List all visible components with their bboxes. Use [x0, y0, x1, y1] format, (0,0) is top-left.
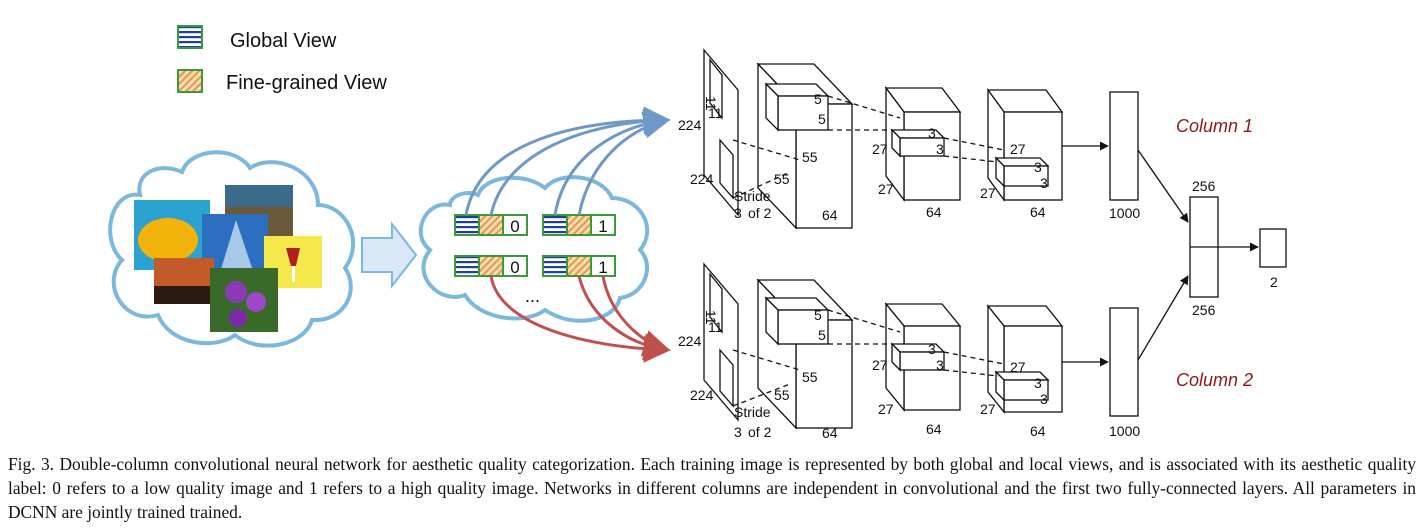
label-box: [502, 255, 528, 277]
stride-label: of 2: [748, 424, 772, 440]
conv2-size-label: 27: [878, 181, 894, 197]
kernel-label: 11: [703, 96, 719, 111]
conv2-size-label: 27: [872, 141, 888, 157]
fc-size-label: 1000: [1109, 423, 1140, 439]
conv3-depth-label: 64: [1030, 204, 1046, 220]
global-view-icon: [454, 255, 480, 277]
fc-layer: [1109, 91, 1139, 201]
conv3-kernel-label: 3: [1040, 175, 1048, 191]
column-2-labels: 11 11 224 224 Stride of 2 3 5 5 55 55 64…: [678, 307, 1140, 441]
stride-label: of 2: [748, 205, 772, 221]
conv1-kernel-label: 5: [818, 111, 826, 127]
global-view-arrows: [464, 106, 671, 216]
fine-view-icon: [566, 255, 592, 277]
conv1-depth-label: 64: [822, 207, 838, 223]
view-label: 1: [598, 217, 607, 236]
fine-view-arrows: [489, 275, 671, 363]
global-view-icon: [542, 255, 568, 277]
conv3-kernel-label: 3: [1040, 391, 1048, 407]
output-size-label: 2: [1270, 274, 1278, 290]
conv1-size-label: 55: [774, 171, 790, 187]
input-width-label: 224: [690, 387, 714, 403]
ellipsis: ...: [525, 286, 540, 306]
conv1-size-label: 55: [774, 387, 790, 403]
input-height-label: 224: [678, 333, 702, 349]
legend: Global View Fine-grained View: [177, 25, 387, 94]
conv1-kernel: [777, 309, 829, 345]
input-depth-label: 3: [734, 205, 742, 221]
concat-top-label: 256: [1192, 178, 1216, 194]
conv1-kernel: [777, 95, 829, 131]
legend-global-label: Global View: [230, 30, 337, 52]
input-height-label: 224: [678, 117, 702, 133]
conv2-kernel-label: 3: [936, 141, 944, 157]
kernel-box: [709, 272, 723, 334]
conv3-kernel-label: 3: [1034, 159, 1042, 175]
cloud-shape-views: [418, 175, 650, 323]
label-box: [502, 214, 528, 236]
label-box: [590, 214, 616, 236]
flow-arrow: [361, 221, 418, 289]
conv3-size-label: 27: [980, 185, 996, 201]
kernel-label: 11: [708, 105, 723, 121]
image-cloud: [108, 150, 356, 348]
global-view-icon: [454, 214, 480, 236]
fc-size-label: 1000: [1109, 205, 1140, 221]
fine-view-icon: [478, 255, 504, 277]
kernel-box: [709, 58, 723, 120]
figure-caption: Fig. 3. Double-column convolutional neur…: [8, 454, 1416, 522]
views-cloud: 0 1 0 1 ...: [418, 175, 650, 323]
view-label: 0: [510, 217, 519, 236]
column-2: [703, 262, 1139, 430]
kernel-label: 11: [703, 310, 719, 325]
conv2-kernel-label: 3: [928, 125, 936, 141]
view-label: 1: [598, 258, 607, 277]
conv2-size-label: 27: [878, 401, 894, 417]
legend-fine-label: Fine-grained View: [226, 72, 387, 94]
merge-layers: [1137, 149, 1287, 361]
fc-layer: [1109, 307, 1139, 417]
column-2-label: Column 2: [1176, 370, 1253, 390]
stride-label: Stride: [734, 188, 771, 204]
column-1-label: Column 1: [1176, 116, 1253, 136]
conv2-kernel-label: 3: [936, 357, 944, 373]
fine-view-icon: [566, 214, 592, 236]
input-layer: [703, 48, 739, 217]
dcnn-diagram: Global View Fine-grained View 0 1: [108, 25, 1287, 441]
conv1-depth-label: 64: [822, 425, 838, 441]
input-depth-label: 3: [734, 424, 742, 440]
conv1-kernel-label: 5: [818, 327, 826, 343]
conv2-kernel-label: 3: [928, 341, 936, 357]
view-label: 0: [510, 258, 519, 277]
conv1-kernel-label: 5: [814, 307, 822, 323]
conv1-size-label: 55: [802, 149, 818, 165]
input-layer: [703, 262, 739, 422]
kernel-label: 11: [708, 319, 723, 335]
conv3-depth-label: 64: [1030, 423, 1046, 439]
concat-bottom-label: 256: [1192, 302, 1216, 318]
output-layer: [1259, 228, 1287, 268]
conv2-depth-label: 64: [926, 204, 942, 220]
column-1: [703, 48, 1139, 230]
fine-view-icon: [478, 214, 504, 236]
input-width-label: 224: [690, 171, 714, 187]
arrow-blue: [489, 107, 671, 216]
conv3-size-label: 27: [1010, 359, 1026, 375]
conv3-kernel-label: 3: [1034, 375, 1042, 391]
conv2-depth-label: 64: [926, 421, 942, 437]
conv1-size-label: 55: [802, 369, 818, 385]
stride-label: Stride: [734, 404, 771, 420]
arrow-red: [601, 275, 671, 357]
fine-view-swatch: [177, 69, 203, 93]
global-view-icon: [542, 214, 568, 236]
conv1-kernel-label: 5: [814, 91, 822, 107]
global-view-swatch: [177, 25, 203, 49]
merge-labels: 256 256 2: [1192, 178, 1278, 318]
arrow-blue: [577, 111, 671, 216]
conv3-size-label: 27: [980, 401, 996, 417]
column-1-labels: 11 11 224 224 Stride of 2 3 5 5 55 55 64…: [678, 91, 1140, 223]
conv2-size-label: 27: [872, 357, 888, 373]
conv3-size-label: 27: [1010, 141, 1026, 157]
